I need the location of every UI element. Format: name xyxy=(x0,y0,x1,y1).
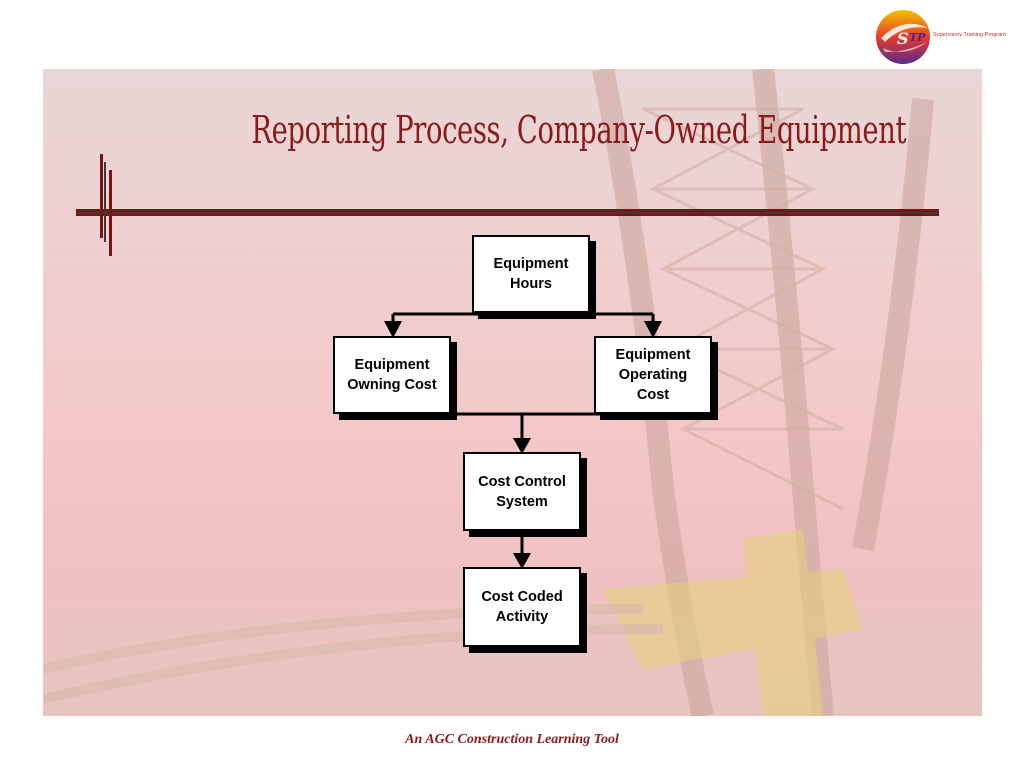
logo-text: Supervisory Training Program xyxy=(933,32,1006,38)
svg-text:TP: TP xyxy=(909,31,926,44)
slide-background xyxy=(43,69,982,716)
box-cost-coded-label: Cost Coded Activity xyxy=(481,589,563,625)
footer-text: An AGC Construction Learning Tool xyxy=(405,732,619,747)
slide-title: Reporting Process, Company-Owned Equipme… xyxy=(251,108,907,152)
title-rule-bottom xyxy=(76,214,939,216)
stp-logo-mark: S TP Supervisory Training Program xyxy=(876,10,1006,64)
svg-text:S: S xyxy=(897,29,909,48)
title-rule-middle xyxy=(76,212,939,214)
box-cost-coded: Cost Coded Activity xyxy=(463,567,581,647)
box-operating-cost-label: Equipment Operating Cost xyxy=(615,347,691,403)
background-structure-art xyxy=(43,69,934,716)
box-equipment-hours-label: Equipment Hours xyxy=(493,256,569,292)
box-cost-control-label: Cost Control System xyxy=(478,473,566,510)
title-rule-top xyxy=(76,209,939,212)
vertical-rule-middle xyxy=(104,162,106,242)
vertical-rule-right xyxy=(109,170,112,256)
stp-logo: S TP Supervisory Training Program xyxy=(873,8,1019,66)
vertical-rule-left xyxy=(100,154,103,238)
box-owning-cost-label: Equipment Owning Cost xyxy=(347,357,437,393)
box-equipment-hours: Equipment Hours xyxy=(472,235,590,313)
box-operating-cost: Equipment Operating Cost xyxy=(594,336,712,414)
box-cost-control: Cost Control System xyxy=(463,452,581,531)
box-owning-cost: Equipment Owning Cost xyxy=(333,336,451,414)
